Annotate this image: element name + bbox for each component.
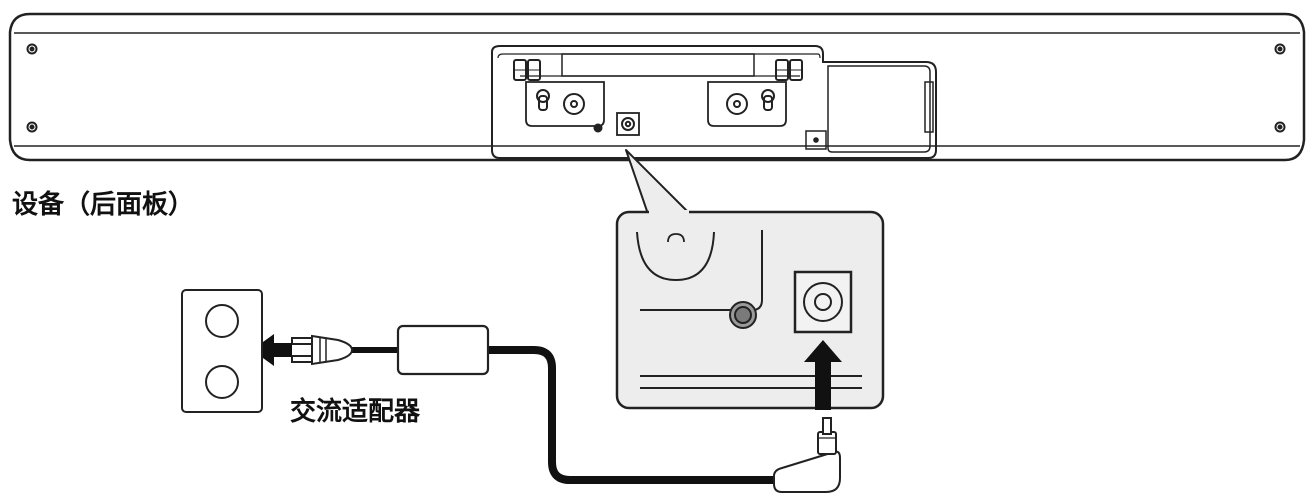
device-body-outline xyxy=(8,12,1306,162)
right-mount-bracket xyxy=(707,81,787,127)
keyhole-icon xyxy=(761,89,775,111)
dc-jack-inner xyxy=(621,117,635,131)
small-tab xyxy=(805,130,827,150)
device-back-panel xyxy=(8,12,1306,162)
left-clip xyxy=(513,59,541,81)
device-back-panel-label: 设备（后面板） xyxy=(12,190,195,220)
callout-zoom xyxy=(615,149,885,410)
ac-adapter-box xyxy=(396,324,490,376)
screw-icon xyxy=(1274,121,1286,133)
screw-icon xyxy=(26,43,38,55)
small-tab-dot xyxy=(813,137,819,143)
zoom-reset-hole-inner xyxy=(734,306,752,324)
dc-jack-icon xyxy=(616,112,640,136)
screw-icon xyxy=(26,121,38,133)
zoom-mount-hole-arc xyxy=(636,231,715,282)
arrow-up-icon xyxy=(804,340,842,410)
wall-outlet-icon xyxy=(181,289,263,413)
dc-cable xyxy=(486,346,782,484)
dc-plug-icon xyxy=(773,417,841,493)
mount-hole-icon xyxy=(563,93,585,115)
side-latch xyxy=(924,81,934,133)
arrow-left-icon xyxy=(252,334,292,366)
keyhole-icon xyxy=(536,89,550,111)
screw-icon xyxy=(1274,43,1286,55)
plug-icon xyxy=(291,334,354,366)
ac-adapter-label: 交流适配器 xyxy=(290,397,421,427)
right-clip xyxy=(775,59,803,81)
zoom-dc-jack-pin xyxy=(814,293,832,311)
dc-jack-pin xyxy=(624,120,632,128)
mount-hole-icon xyxy=(726,93,748,115)
reset-hole-icon xyxy=(593,123,603,133)
recessed-panel xyxy=(491,45,937,159)
zoom-mount-hole-inner xyxy=(667,233,685,243)
side-compartment xyxy=(827,65,931,153)
